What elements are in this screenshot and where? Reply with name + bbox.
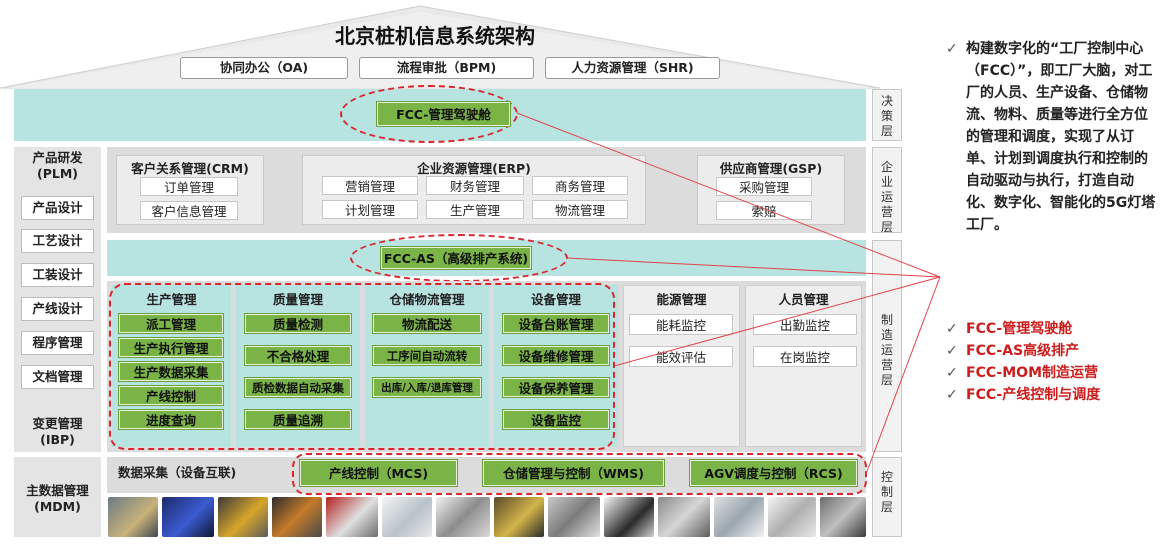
plm-title: 产品研发 (PLM) (32, 150, 83, 181)
prod-data: 生产数据采集 (119, 362, 223, 381)
main-text: 构建数字化的“工厂控制中心（FCC）”，即工厂大脑，对工厂的人员、生产设备、仓储… (966, 41, 1156, 233)
energy-efficiency: 能效评估 (629, 346, 733, 367)
layer-control: 控制层 (872, 457, 902, 537)
staff-title: 人员管理 (778, 292, 829, 307)
erp-logistics: 物流管理 (532, 200, 628, 219)
photo-yellow-cell (218, 497, 268, 537)
gsp-purchase: 采购管理 (716, 177, 812, 196)
page-title: 北京桩机信息系统架构 (335, 24, 535, 48)
quality-inspection: 质量检测 (245, 314, 351, 333)
data-collection-label: 数据采集（设备互联) (118, 465, 237, 480)
fcc-cockpit-box: FCC-管理驾驶舱 (377, 102, 510, 126)
check-icon: ✓ (946, 321, 958, 337)
prod-dispatch: 派工管理 (119, 314, 223, 333)
control-highlight (292, 453, 867, 495)
crm-title: 客户关系管理(CRM) (131, 161, 249, 176)
staff-onduty: 在岗监控 (753, 346, 857, 367)
control-rcs: AGV调度与控制（RCS) (690, 460, 857, 486)
quality-title: 质量管理 (272, 292, 323, 307)
equipment-title: 设备管理 (530, 292, 581, 307)
control-mcs: 产线控制（MCS) (300, 460, 457, 486)
bullet-1: FCC-管理驾驶舱 (966, 321, 1073, 337)
prod-execution: 生产执行管理 (119, 338, 223, 357)
eq-maintain: 设备保养管理 (503, 378, 609, 397)
energy-consumption: 能耗监控 (629, 314, 733, 335)
erp-finance: 财务管理 (426, 176, 524, 195)
wh-transfer: 工序间自动流转 (373, 346, 481, 365)
control-wms: 仓储管理与控制（WMS) (483, 460, 664, 486)
app-oa: 协同办公（OA) (180, 57, 348, 79)
crm-order: 订单管理 (140, 177, 238, 196)
photo-blue-machine (162, 497, 214, 537)
ibp-box: 变更管理 (IBP) (14, 412, 101, 452)
bullet-3: FCC-MOM制造运营 (966, 365, 1099, 381)
photo-conveyor (714, 497, 764, 537)
mdm-box: 主数据管理 (MDM) (14, 457, 101, 537)
plm-item-tooling: 工装设计 (21, 263, 94, 287)
erp-planning: 计划管理 (322, 200, 418, 219)
erp-marketing: 营销管理 (322, 176, 418, 195)
wh-inout: 出库/入库/退库管理 (373, 378, 481, 397)
photo-machine-end (820, 497, 866, 537)
eq-repair: 设备维修管理 (503, 346, 609, 365)
mom-highlight (109, 283, 615, 450)
quality-auto-collect: 质检数据自动采集 (245, 378, 351, 397)
warehouse-title: 仓储物流管理 (389, 292, 465, 307)
app-bpm: 流程审批（BPM) (359, 57, 534, 79)
photo-white-equipment (436, 497, 490, 537)
eq-monitor: 设备监控 (503, 410, 609, 429)
erp-title: 企业资源管理(ERP) (417, 161, 531, 176)
photo-factory-line (548, 497, 600, 537)
right-description: ✓ 构建数字化的“工厂控制中心（FCC）”，即工厂大脑，对工厂的人员、生产设备、… (946, 38, 1156, 236)
layer-enterprise: 企业运营层 (872, 147, 902, 234)
check-icon: ✓ (946, 343, 958, 359)
wh-delivery: 物流配送 (373, 314, 481, 333)
photo-lab-station (382, 497, 432, 537)
plm-item-doc: 文档管理 (21, 365, 94, 389)
eq-ledger: 设备台账管理 (503, 314, 609, 333)
bullet-2: FCC-AS高级排产 (966, 343, 1080, 359)
erp-business: 商务管理 (532, 176, 628, 195)
bullet-4: FCC-产线控制与调度 (966, 387, 1101, 403)
check-icon: ✓ (946, 41, 958, 57)
warehouse-col (365, 285, 489, 447)
plm-item-process: 工艺设计 (21, 229, 94, 253)
plm-item-line: 产线设计 (21, 297, 94, 321)
gsp-claim: 索赔 (716, 201, 812, 220)
check-icon: ✓ (946, 387, 958, 403)
production-title: 生产管理 (146, 292, 197, 307)
check-icon: ✓ (946, 365, 958, 381)
prod-progress: 进度查询 (119, 410, 223, 429)
plm-item-design: 产品设计 (21, 196, 94, 220)
staff-attendance: 出勤监控 (753, 314, 857, 335)
crm-customer: 客户信息管理 (140, 201, 238, 220)
prod-line-control: 产线控制 (119, 386, 223, 405)
app-shr: 人力资源管理（SHR) (545, 57, 720, 79)
photo-drill-rig (604, 497, 654, 537)
photo-robot-cell-1 (108, 497, 158, 537)
photo-red-robot (326, 497, 378, 537)
photo-welding-robot (272, 497, 322, 537)
plm-item-program: 程序管理 (21, 331, 94, 355)
gsp-title: 供应商管理(GSP) (719, 161, 823, 176)
quality-trace: 质量追溯 (245, 410, 351, 429)
erp-production: 生产管理 (426, 200, 524, 219)
photo-robot-arm (658, 497, 710, 537)
photo-yellow-crane (494, 497, 544, 537)
layer-manufacturing: 制造运营层 (872, 240, 902, 452)
layer-decision: 决策层 (872, 89, 902, 141)
bullet-list: ✓ FCC-管理驾驶舱 ✓ FCC-AS高级排产 ✓ FCC-MOM制造运营 ✓ FCC… (946, 318, 1156, 406)
quality-nonconform: 不合格处理 (245, 346, 351, 365)
fcc-as-box: FCC-AS（高级排产系统) (381, 247, 531, 269)
energy-title: 能源管理 (656, 292, 707, 307)
photo-workstation (768, 497, 816, 537)
